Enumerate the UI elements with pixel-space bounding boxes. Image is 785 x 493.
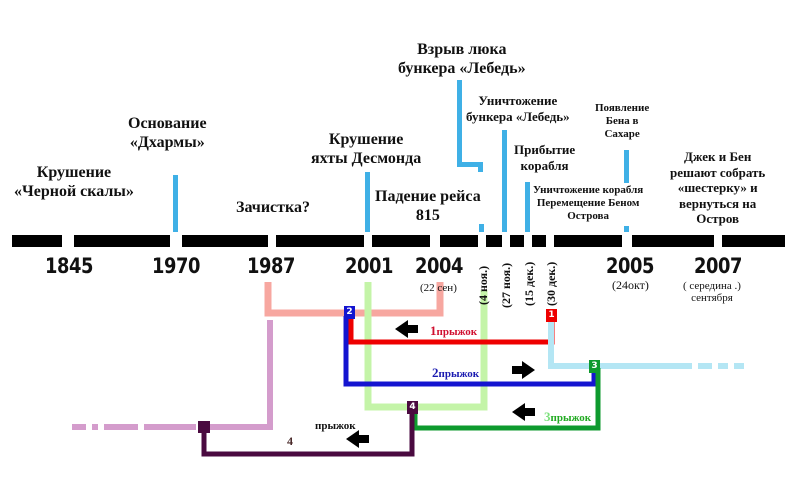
event-black-rock: Крушение«Черной скалы» bbox=[14, 164, 134, 201]
event-dharma: Основание«Дхармы» bbox=[128, 115, 207, 152]
jump-1-word: прыжок bbox=[436, 326, 478, 338]
path-lightblue bbox=[548, 320, 640, 369]
jump-4-num: 4 bbox=[287, 434, 293, 448]
tick-dharma bbox=[173, 175, 178, 232]
arrow-left-4 bbox=[346, 430, 369, 448]
arrow-left-1 bbox=[395, 320, 418, 338]
date-nov4: (4 ноя.) bbox=[476, 265, 490, 305]
year-2004: 2004 bbox=[415, 254, 463, 278]
timeline-bar bbox=[12, 235, 785, 247]
marker-4: 4 bbox=[407, 401, 418, 414]
path-blue bbox=[343, 316, 597, 387]
tick-desmond bbox=[365, 172, 370, 232]
event-purge: Зачистка? bbox=[236, 199, 310, 216]
date-dec30: (30 дек.) bbox=[544, 261, 558, 306]
date-dec15: (15 дек.) bbox=[522, 261, 536, 306]
marker-1: 1 bbox=[546, 309, 557, 322]
date-nov27: (27 ноя.) bbox=[499, 262, 513, 308]
tick-hatch-down bbox=[478, 162, 483, 172]
marker-lilac bbox=[198, 421, 210, 433]
jump-3-word: прыжок bbox=[550, 412, 592, 424]
tick-swan bbox=[502, 130, 507, 232]
year-1970: 1970 bbox=[152, 254, 200, 278]
year-2005: 2005 bbox=[606, 254, 654, 278]
arrow-left-3 bbox=[512, 403, 535, 421]
jump-2-word: прыжок bbox=[438, 368, 480, 380]
marker-2: 2 bbox=[344, 306, 355, 319]
tick-hatch-h bbox=[457, 162, 483, 167]
date-2005: (24окт) bbox=[612, 278, 649, 292]
date-2007: ( середина .)сентября bbox=[683, 280, 741, 305]
path-purple bbox=[201, 412, 415, 457]
jump-2-label: 2прыжок bbox=[432, 365, 479, 381]
tick-ship bbox=[525, 182, 530, 232]
tick-ben-sahara bbox=[624, 150, 629, 183]
arrow-right-2 bbox=[512, 361, 535, 379]
jump-2-num: 2 bbox=[432, 365, 439, 380]
path-lilac bbox=[202, 320, 273, 430]
tick-flight815 bbox=[479, 224, 484, 232]
year-2001: 2001 bbox=[345, 254, 393, 278]
jump-3-num: 3 bbox=[544, 409, 551, 424]
date-2004: (22 сен) bbox=[420, 282, 457, 294]
jump-3-label: 3прыжок bbox=[544, 409, 591, 425]
year-1845: 1845 bbox=[45, 254, 93, 278]
jump-4-word: прыжок bbox=[315, 420, 356, 432]
path-green bbox=[412, 368, 601, 431]
event-ticks bbox=[173, 80, 629, 232]
jump-1-label: 1прыжок bbox=[430, 323, 477, 339]
year-1987: 1987 bbox=[247, 254, 295, 278]
tick-hatch-v bbox=[457, 80, 462, 167]
year-2007: 2007 bbox=[694, 254, 742, 278]
tick-destroy-ship bbox=[624, 226, 629, 232]
marker-3: 3 bbox=[589, 360, 600, 373]
jump-1-num: 1 bbox=[430, 323, 437, 338]
